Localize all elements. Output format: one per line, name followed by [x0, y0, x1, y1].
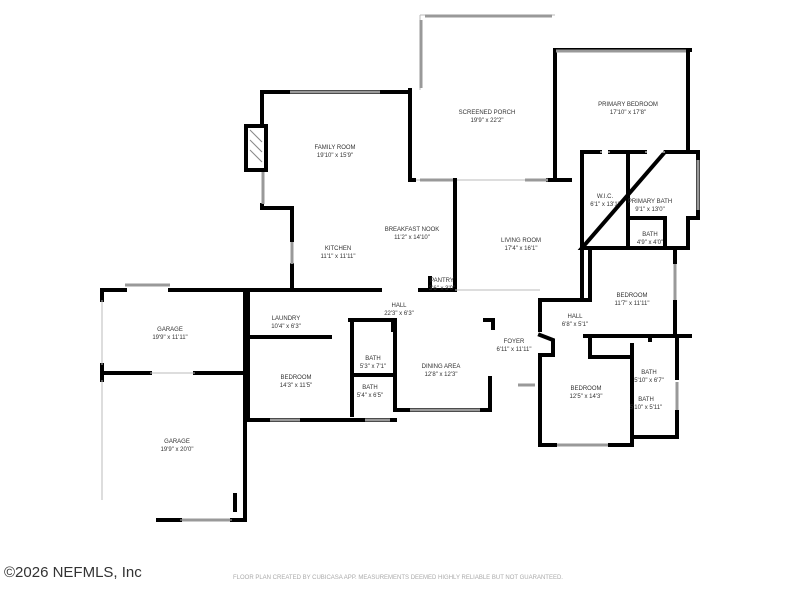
disclaimer-text: FLOOR PLAN CREATED BY CUBICASA APP. MEAS…	[233, 575, 563, 581]
room-wic: W.I.C.6'1" x 13'1"	[590, 194, 620, 208]
copyright-watermark: ©2026 NEFMLS, Inc	[4, 564, 142, 581]
fireplace-icon	[244, 124, 268, 172]
walls	[100, 14, 700, 522]
